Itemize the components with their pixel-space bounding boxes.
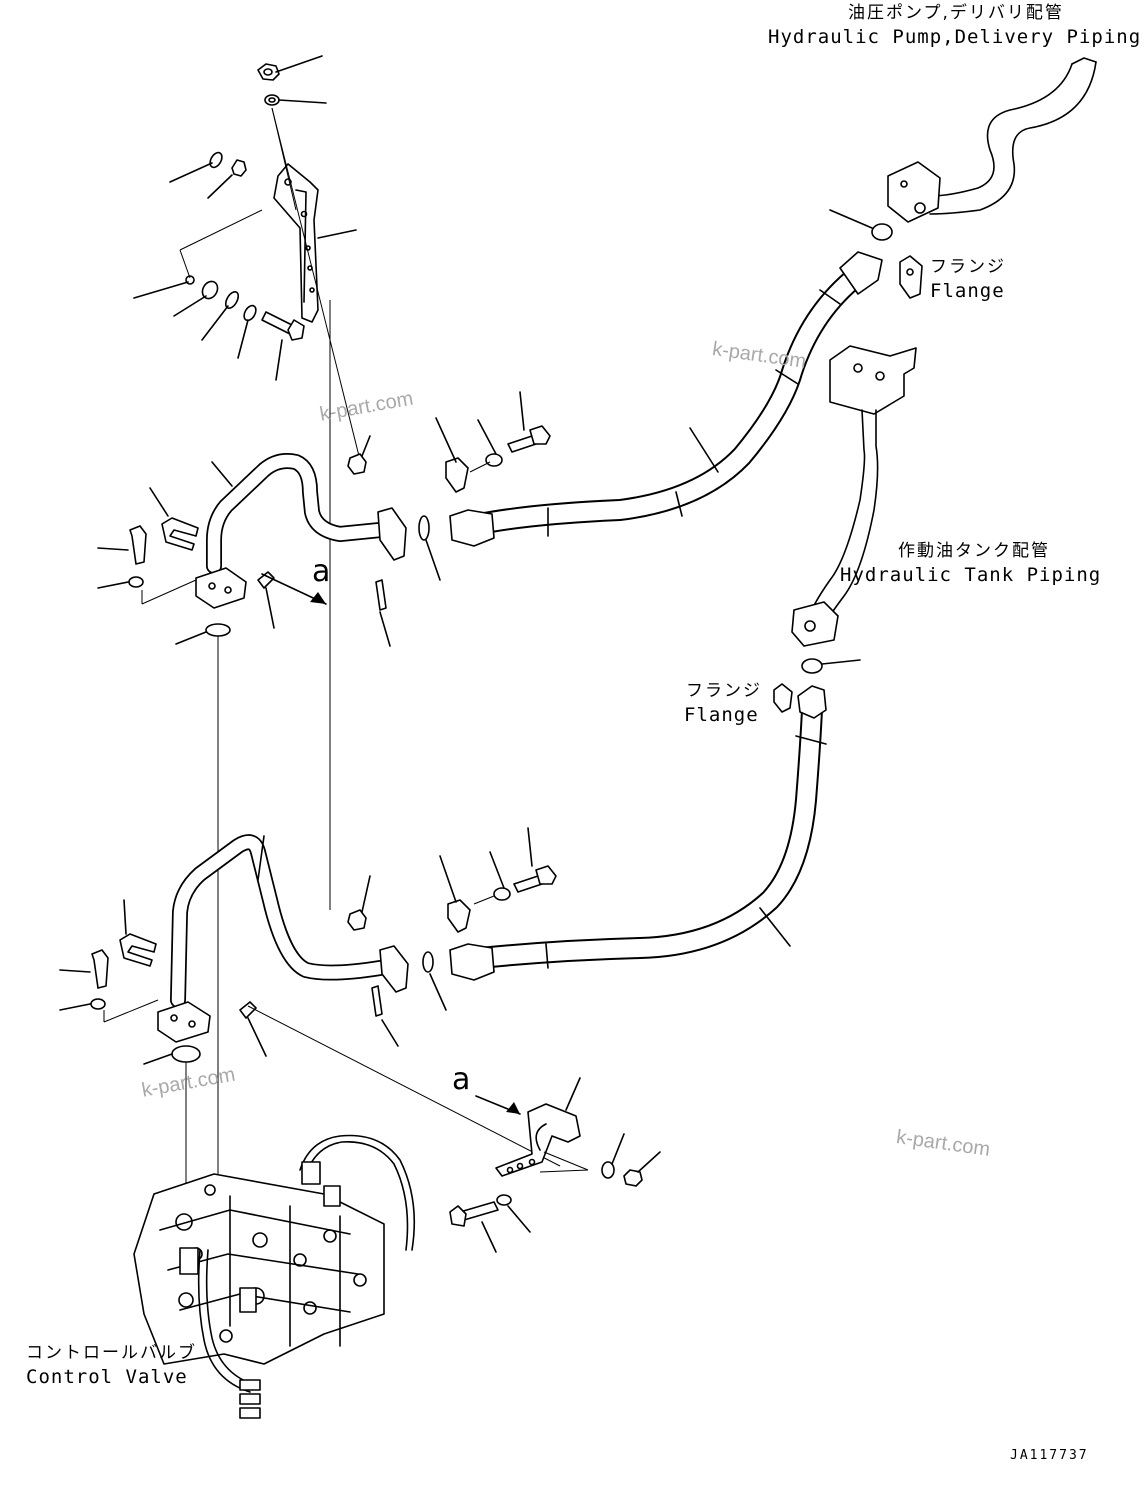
view-a-callout-bottom: a [452, 1062, 471, 1097]
flange-mid-label-jp: フランジ [686, 681, 762, 701]
lower-hose [422, 683, 827, 1011]
pump-label-en: Hydraulic Pump,Delivery Piping [768, 26, 1142, 48]
flange-top-label-jp: フランジ [930, 257, 1006, 277]
flange-top-label-en: Flange [930, 280, 1005, 302]
valve-label-en: Control Valve [26, 1366, 188, 1388]
upper-tube [97, 435, 441, 1180]
valve-label-jp: コントロールバルブ [26, 1343, 197, 1363]
flange-mid-label-en: Flange [684, 704, 759, 726]
tank-label-jp: 作動油タンク配管 [898, 541, 1050, 561]
tank-label-en: Hydraulic Tank Piping [840, 564, 1102, 586]
tank-piping [791, 345, 917, 674]
lower-tube [59, 834, 561, 1200]
drawing-number: JA117737 [1010, 1448, 1089, 1463]
top-bracket-group [133, 55, 361, 910]
upper-hose [435, 251, 883, 547]
pump-label-jp: 油圧ポンプ,デリバリ配管 [848, 3, 1064, 23]
pump-piping [829, 57, 1097, 299]
view-a-callout-top: a [312, 554, 331, 589]
lower-bracket [449, 1077, 661, 1253]
control-valve [133, 1134, 416, 1419]
